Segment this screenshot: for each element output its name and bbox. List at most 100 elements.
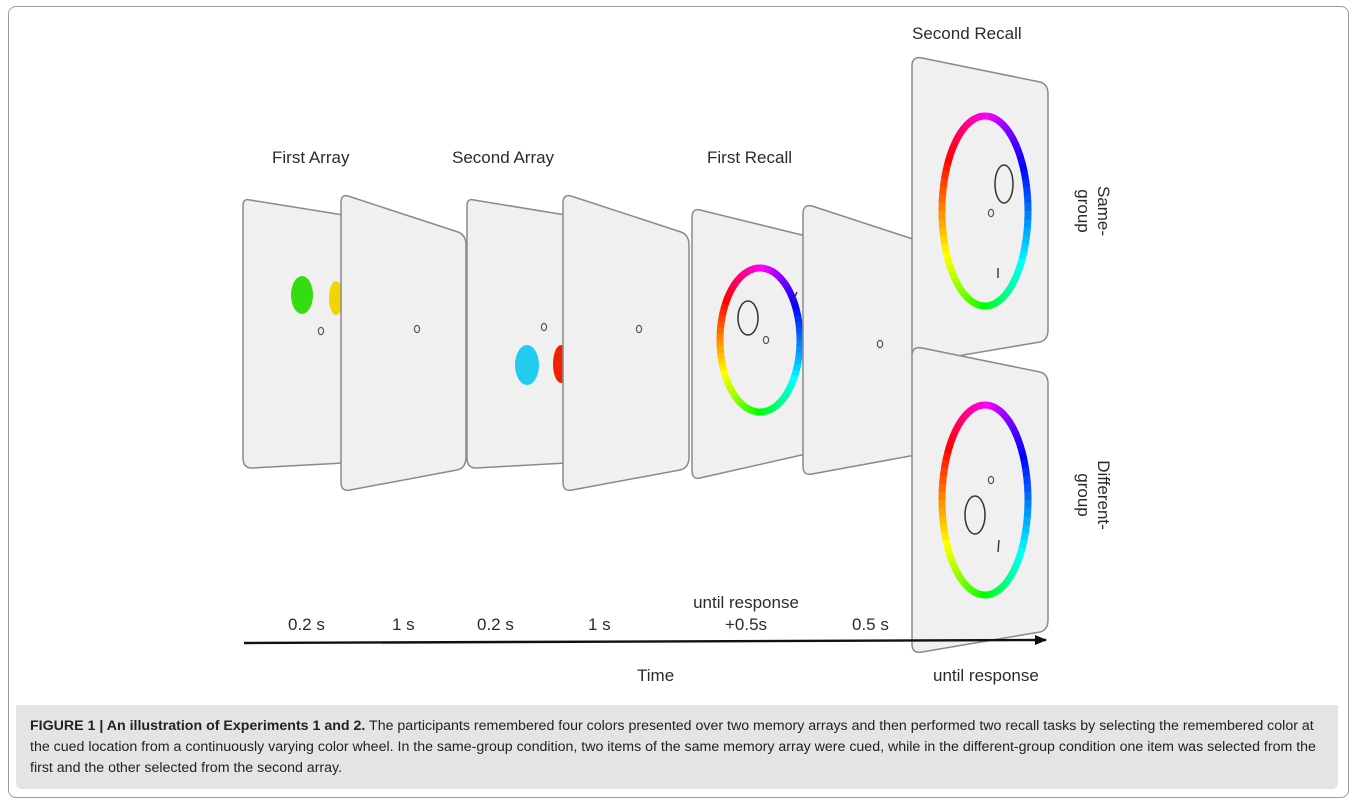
color-wheel-segment[interactable] [1018,539,1028,550]
color-wheel-segment[interactable] [946,552,956,563]
color-wheel-segment[interactable] [736,399,746,408]
color-wheel-segment[interactable] [963,583,973,592]
color-wheel-segment[interactable] [967,586,976,595]
color-wheel-segment[interactable] [944,256,954,267]
color-wheel-segment[interactable] [1021,235,1031,246]
color-wheel-segment[interactable] [950,564,961,575]
color-wheel-segment[interactable] [1023,508,1032,519]
color-wheel-segment[interactable] [791,302,800,312]
color-wheel-segment[interactable] [792,363,802,373]
color-wheel-segment[interactable] [771,402,780,411]
color-wheel-segment[interactable] [968,404,977,414]
color-wheel-segment[interactable] [994,116,1003,125]
color-wheel-segment[interactable] [939,522,949,534]
color-wheel-segment[interactable] [795,346,804,354]
color-wheel-segment[interactable] [954,130,964,140]
color-wheel-segment[interactable] [748,265,755,274]
color-wheel-segment[interactable] [997,119,1007,128]
color-wheel-segment[interactable] [990,299,998,309]
color-wheel-segment[interactable] [787,292,797,301]
color-wheel-segment[interactable] [1023,474,1031,485]
color-wheel-segment[interactable] [717,313,727,322]
color-wheel-segment[interactable] [795,327,804,335]
color-wheel-segment[interactable] [779,393,789,402]
color-wheel-segment[interactable] [1000,580,1010,590]
color-wheel-segment[interactable] [950,275,961,286]
color-wheel-segment[interactable] [991,114,999,123]
color-wheel-segment[interactable] [948,141,959,152]
color-wheel-segment[interactable] [720,368,729,378]
color-wheel-segment[interactable] [717,319,725,328]
color-wheel-segment[interactable] [938,481,947,492]
color-wheel-segment[interactable] [751,407,758,416]
color-wheel-segment[interactable] [1020,242,1029,254]
color-wheel-segment[interactable] [1018,250,1028,261]
color-wheel-segment[interactable] [939,176,949,187]
color-wheel[interactable] [938,401,1032,599]
color-wheel-segment[interactable] [964,118,974,128]
color-wheel-segment[interactable] [1006,282,1016,292]
color-wheel-segment[interactable] [951,135,961,146]
color-wheel-segment[interactable] [1011,270,1022,281]
color-wheel-segment[interactable] [795,352,803,361]
color-wheel-segment[interactable] [1022,516,1031,527]
color-wheel-segment[interactable] [940,530,950,541]
color-wheel-segment[interactable] [1022,227,1031,238]
color-wheel-segment[interactable] [718,307,728,317]
color-wheel-segment[interactable] [743,404,752,413]
color-wheel-segment[interactable] [960,121,970,131]
color-wheel-segment[interactable] [1003,286,1013,297]
color-wheel-segment[interactable] [967,297,976,306]
color-wheel-segment[interactable] [971,299,979,308]
color-wheel-segment[interactable] [782,389,792,398]
color-wheel-segment[interactable] [1011,559,1022,570]
color-wheel-segment[interactable] [771,269,780,278]
color-wheel-segment[interactable] [1020,459,1030,470]
color-wheel-segment[interactable] [994,405,1003,414]
color-wheel-segment[interactable] [939,515,947,526]
color-wheel-segment[interactable] [1003,415,1014,425]
color-wheel-segment[interactable] [1000,122,1010,132]
color-wheel-segment[interactable] [1003,575,1013,586]
color-wheel-segment[interactable] [939,226,947,237]
color-wheel-segment[interactable] [765,406,772,415]
color-wheel-segment[interactable] [784,384,794,394]
color-wheel[interactable] [716,264,804,416]
color-wheel-segment[interactable] [948,558,958,569]
color-wheel-segment[interactable] [791,369,800,378]
color-wheel-segment[interactable] [1020,170,1030,181]
color-wheel-segment[interactable] [730,392,740,402]
color-wheel-segment[interactable] [751,264,758,273]
color-wheel-segment[interactable] [1003,126,1014,136]
color-wheel-segment[interactable] [782,282,792,292]
color-wheel-segment[interactable] [720,302,729,311]
color-wheel-segment[interactable] [1023,483,1032,494]
color-wheel-segment[interactable] [963,294,973,303]
color-wheel-segment[interactable] [1006,420,1017,430]
color-wheel-segment[interactable] [1020,531,1029,543]
color-wheel-segment[interactable] [789,374,798,384]
color-wheel-segment[interactable] [762,264,769,273]
color-wheel-segment[interactable] [956,575,967,585]
color-wheel-segment[interactable] [987,301,994,310]
color-wheel-segment[interactable] [997,408,1007,417]
color-wheel-segment[interactable] [787,380,797,389]
color-wheel-segment[interactable] [939,465,949,476]
color-wheel-segment[interactable] [1023,185,1031,196]
color-wheel-segment[interactable] [939,184,948,195]
color-wheel-segment[interactable] [954,419,964,429]
color-wheel-segment[interactable] [987,112,995,121]
color-wheel-segment[interactable] [938,192,947,203]
color-wheel-segment[interactable] [968,115,977,125]
color-wheel-segment[interactable] [1000,291,1010,301]
color-wheel-segment[interactable] [733,396,743,405]
color-wheel-segment[interactable] [1016,444,1026,455]
color-wheel-segment[interactable] [946,263,956,274]
color-wheel-segment[interactable] [942,249,952,260]
color-wheel-segment[interactable] [944,545,954,556]
color-wheel-segment[interactable] [774,399,783,409]
color-wheel-segment[interactable] [1016,257,1026,268]
color-wheel-segment[interactable] [1014,148,1024,159]
color-wheel-segment[interactable] [1023,194,1032,205]
color-wheel-segment[interactable] [794,314,803,323]
